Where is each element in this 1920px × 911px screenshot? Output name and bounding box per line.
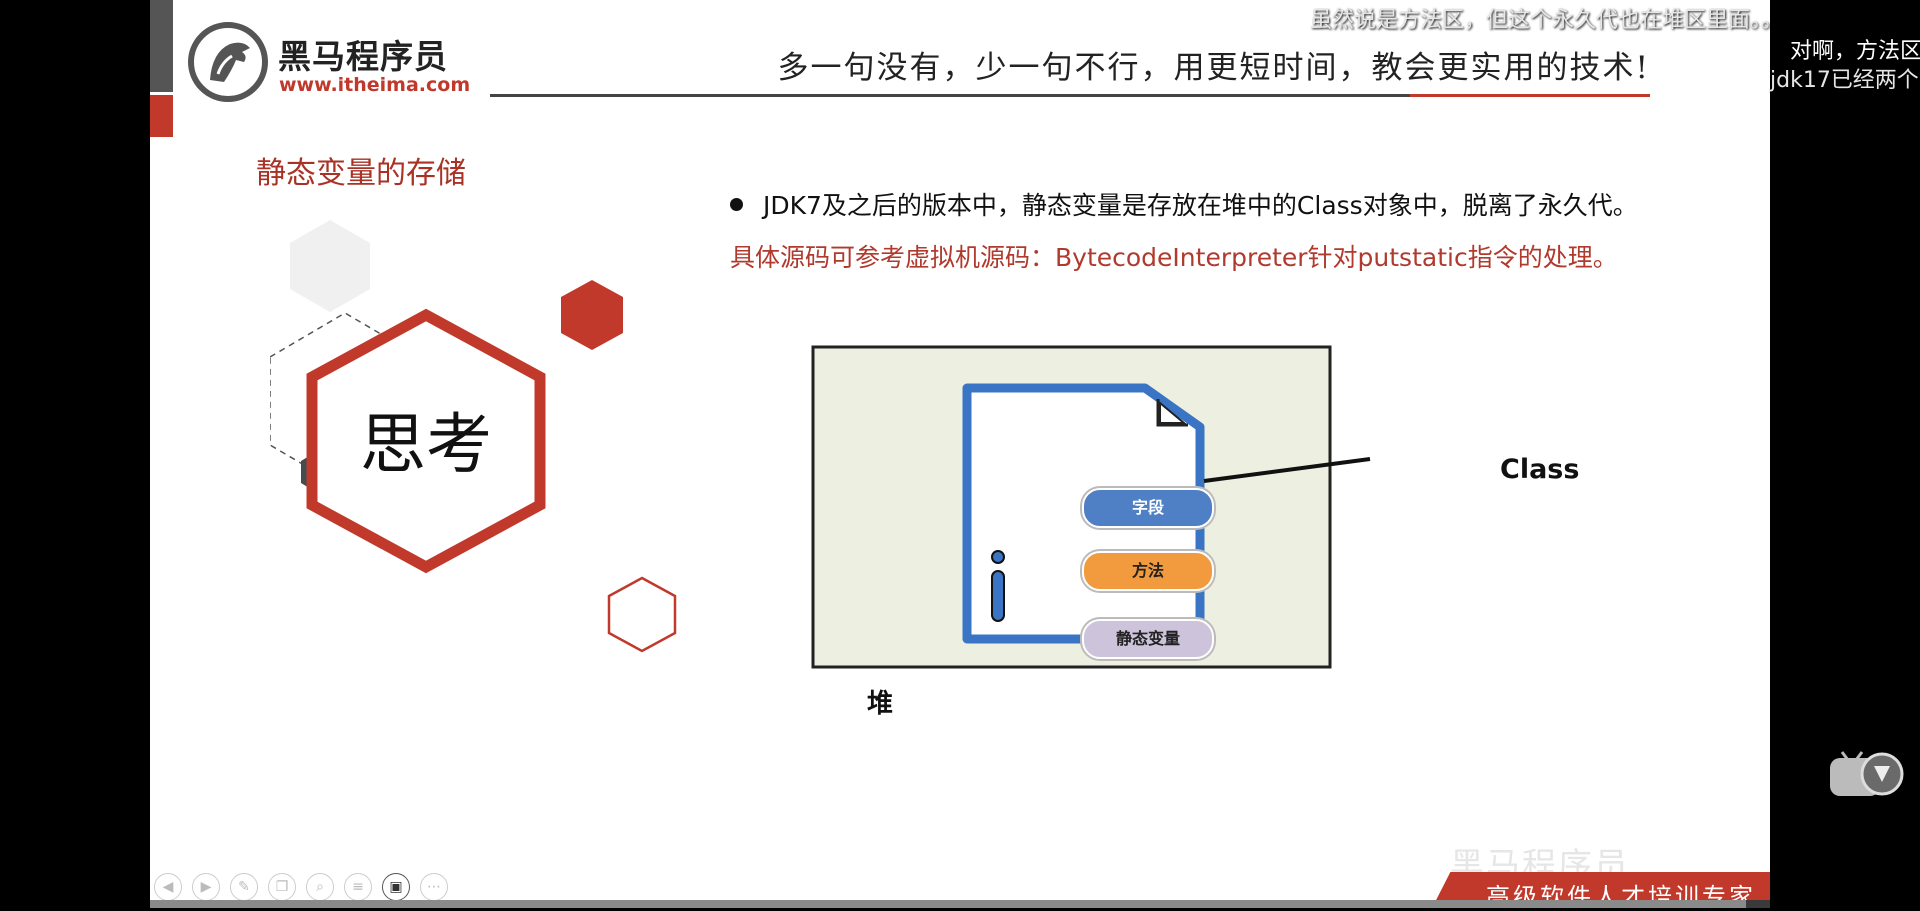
- player-mascot-icon[interactable]: [1828, 748, 1904, 800]
- source-note: 具体源码可参考虚拟机源码：BytecodeInterpreter针对putsta…: [730, 243, 1618, 272]
- logo-url: www.itheima.com: [279, 74, 471, 96]
- bullet-text: JDK7及之后的版本中，静态变量是存放在堆中的Class对象中，脱离了永久代。: [763, 191, 1638, 220]
- method-pill: 方法: [1082, 551, 1214, 591]
- hex-light-grey: [290, 220, 370, 312]
- zoom-icon[interactable]: ⌕: [306, 873, 334, 900]
- think-label: 思考: [360, 406, 492, 483]
- danmaku-comment: 虽然说是方法区，但这个永久代也在堆区里面。。: [1310, 8, 1784, 33]
- static-variable-pill: 静态变量: [1082, 619, 1214, 659]
- next-icon[interactable]: ▶: [192, 873, 220, 900]
- header-rule: [490, 94, 1650, 97]
- heap-label: 堆: [867, 689, 894, 719]
- camera-icon[interactable]: ▣: [382, 873, 410, 900]
- video-progress-fill: [150, 900, 1746, 908]
- accent-bar-grey: [150, 0, 173, 92]
- field-pill: 字段: [1082, 488, 1214, 528]
- slideshow-toolbar: ◀ ▶ ✎ ❐ ⌕ ≡ ▣ ⋯: [150, 873, 448, 900]
- hex-red-solid: [561, 280, 623, 350]
- info-dot: [991, 550, 1005, 564]
- danmaku-comment: 对啊，方法区: [1790, 39, 1920, 64]
- prev-icon[interactable]: ◀: [154, 873, 182, 900]
- brand-logo: 黑马程序员 www.itheima.com: [188, 22, 478, 102]
- logo-brand-name: 黑马程序员: [278, 37, 448, 76]
- pen-icon[interactable]: ✎: [230, 873, 258, 900]
- menu-icon[interactable]: ≡: [344, 873, 372, 900]
- danmaku-comment: jdk17已经两个: [1770, 68, 1919, 93]
- header-rule-accent: [1410, 94, 1650, 97]
- think-hexagon-graphic: 思考: [270, 220, 677, 653]
- horse-logo-icon: [188, 22, 268, 102]
- heap-class-diagram: [811, 345, 1371, 669]
- accent-bar-red: [150, 95, 173, 137]
- info-bar: [991, 570, 1005, 622]
- content-bullet: JDK7及之后的版本中，静态变量是存放在堆中的Class对象中，脱离了永久代。: [730, 186, 1638, 222]
- copy-icon[interactable]: ❐: [268, 873, 296, 900]
- video-progress-bar[interactable]: [150, 900, 1770, 908]
- class-label: Class: [1500, 454, 1580, 485]
- footer-band: [1430, 872, 1770, 900]
- class-file-fold: [1156, 399, 1188, 427]
- section-title: 静态变量的存储: [256, 156, 466, 191]
- hex-red-outline-small: [607, 576, 677, 653]
- hex-main: [306, 308, 546, 574]
- ppt-slide: 黑马程序员 www.itheima.com 多一句没有，少一句不行，用更短时间，…: [150, 0, 1770, 900]
- more-icon[interactable]: ⋯: [420, 873, 448, 900]
- class-pointer-line: [1203, 457, 1371, 483]
- footer-tagline: 高级软件人才培训专家: [1486, 883, 1756, 900]
- header-slogan: 多一句没有，少一句不行，用更短时间，教会更实用的技术!: [777, 50, 1650, 86]
- bullet-dot: [730, 197, 743, 211]
